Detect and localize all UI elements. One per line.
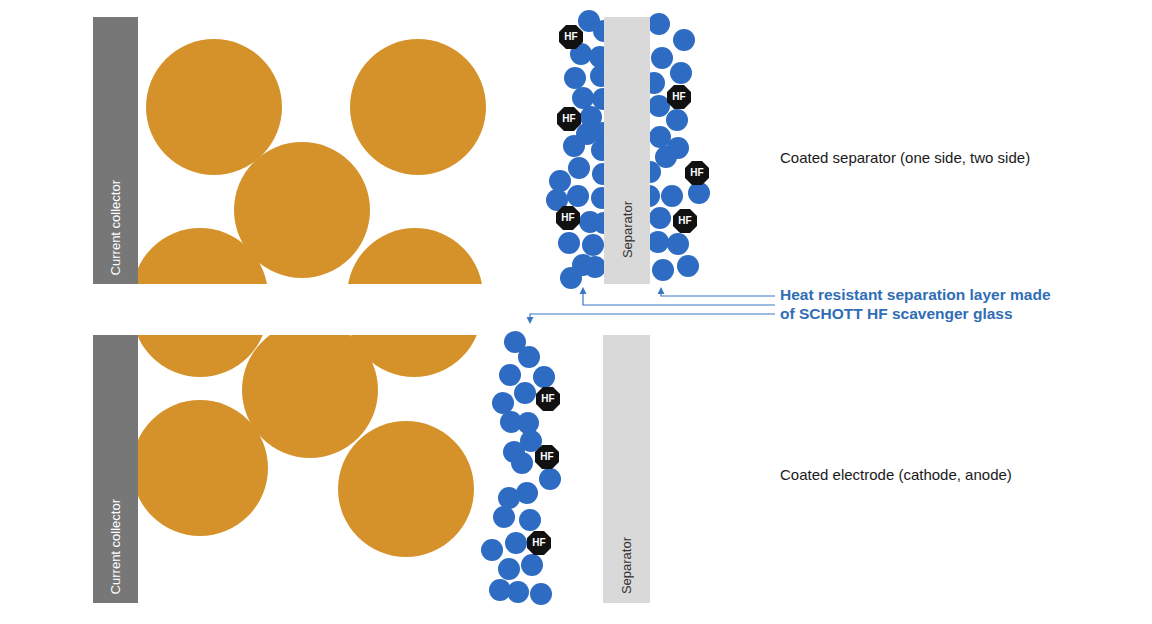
glass-particle bbox=[518, 346, 540, 368]
hf-octagon: HF bbox=[536, 387, 560, 411]
glass-particle bbox=[511, 452, 533, 474]
octagon-shape bbox=[556, 206, 580, 230]
octagon-shape bbox=[559, 25, 583, 49]
callout-text: Heat resistant separation layer made of … bbox=[780, 285, 1063, 323]
glass-particle bbox=[649, 207, 671, 229]
current-collector-bar: Current collector bbox=[93, 335, 138, 603]
glass-particle bbox=[498, 487, 520, 509]
glass-particle bbox=[655, 146, 677, 168]
separator-bar: Separator bbox=[604, 17, 650, 284]
glass-particle bbox=[651, 47, 673, 69]
glass-particle bbox=[519, 509, 541, 531]
glass-particle bbox=[652, 259, 674, 281]
hf-octagon: HF bbox=[556, 206, 580, 230]
caption-text: Coated electrode (cathode, anode) bbox=[780, 466, 1012, 484]
hf-label: HF bbox=[527, 531, 551, 555]
hf-label: HF bbox=[673, 209, 697, 233]
glass-particle bbox=[568, 157, 590, 179]
hf-label: HF bbox=[536, 387, 560, 411]
arrowhead bbox=[580, 287, 587, 294]
glass-particle bbox=[492, 392, 514, 414]
glass-particle bbox=[499, 364, 521, 386]
octagon-shape bbox=[557, 107, 581, 131]
part-name: Separator bbox=[620, 201, 635, 258]
octagon-shape bbox=[527, 531, 551, 555]
glass-particle bbox=[560, 267, 582, 289]
glass-particle bbox=[481, 539, 503, 561]
glass-particle bbox=[572, 87, 594, 109]
arrowheads bbox=[527, 287, 665, 324]
hf-label: HF bbox=[535, 445, 559, 469]
glass-particle bbox=[673, 29, 695, 51]
glass-particle bbox=[648, 95, 670, 117]
glass-particle bbox=[661, 185, 683, 207]
glass-particle bbox=[549, 170, 571, 192]
leader-line bbox=[661, 293, 775, 296]
glass-particle bbox=[648, 13, 670, 35]
particle bbox=[347, 228, 483, 284]
octagon-shape bbox=[667, 85, 691, 109]
hf-octagon: HF bbox=[667, 85, 691, 109]
hf-octagon: HF bbox=[673, 209, 697, 233]
glass-particle bbox=[498, 558, 520, 580]
glass-particle bbox=[558, 232, 580, 254]
particle bbox=[132, 400, 268, 536]
glass-particle bbox=[564, 67, 586, 89]
glass-particle bbox=[521, 554, 543, 576]
glass-particle bbox=[563, 135, 585, 157]
hf-octagon: HF bbox=[535, 445, 559, 469]
hf-label: HF bbox=[556, 206, 580, 230]
active-material-particles bbox=[132, 39, 486, 284]
particle bbox=[350, 39, 486, 175]
glass-particle bbox=[667, 233, 689, 255]
hf-label: HF bbox=[559, 25, 583, 49]
glass-particle bbox=[670, 62, 692, 84]
glass-particle bbox=[584, 256, 606, 278]
glass-particle bbox=[677, 255, 699, 277]
hf-label: HF bbox=[557, 107, 581, 131]
part-name: Current collector bbox=[108, 180, 123, 275]
particle bbox=[132, 228, 268, 284]
glass-particle bbox=[507, 581, 529, 603]
glass-particle bbox=[505, 532, 527, 554]
glass-particle bbox=[647, 231, 669, 253]
glass-particle bbox=[514, 382, 536, 404]
separator-bar: Separator bbox=[603, 335, 650, 603]
particle bbox=[338, 421, 474, 557]
octagon-shape bbox=[536, 387, 560, 411]
hf-octagon: HF bbox=[685, 161, 709, 185]
glass-particle bbox=[539, 468, 561, 490]
arrowhead bbox=[658, 287, 665, 294]
hf-octagon: HF bbox=[559, 25, 583, 49]
caption-text: Coated separator (one side, two side) bbox=[780, 149, 1030, 167]
glass-particle bbox=[530, 583, 552, 605]
hf-octagon: HF bbox=[557, 107, 581, 131]
hf-label: HF bbox=[667, 85, 691, 109]
current-collector-bar: Current collector bbox=[93, 17, 138, 284]
glass-particle bbox=[493, 506, 515, 528]
glass-particle bbox=[533, 366, 555, 388]
hf-octagon: HF bbox=[527, 531, 551, 555]
arrowhead bbox=[527, 317, 534, 324]
glass-particles bbox=[481, 10, 710, 605]
active-material-particles bbox=[132, 335, 482, 557]
leader-line bbox=[530, 314, 775, 318]
octagon-shape bbox=[535, 445, 559, 469]
octagon-shape bbox=[685, 161, 709, 185]
leader-line bbox=[583, 293, 775, 305]
part-name: Current collector bbox=[108, 499, 123, 594]
glass-particle bbox=[688, 182, 710, 204]
glass-particle bbox=[582, 234, 604, 256]
particle bbox=[242, 335, 378, 458]
octagon-shape bbox=[673, 209, 697, 233]
particle bbox=[146, 39, 282, 175]
glass-particle bbox=[666, 109, 688, 131]
leader-lines bbox=[530, 293, 775, 318]
glass-particle bbox=[567, 185, 589, 207]
hf-label: HF bbox=[685, 161, 709, 185]
part-name: Separator bbox=[619, 537, 634, 594]
